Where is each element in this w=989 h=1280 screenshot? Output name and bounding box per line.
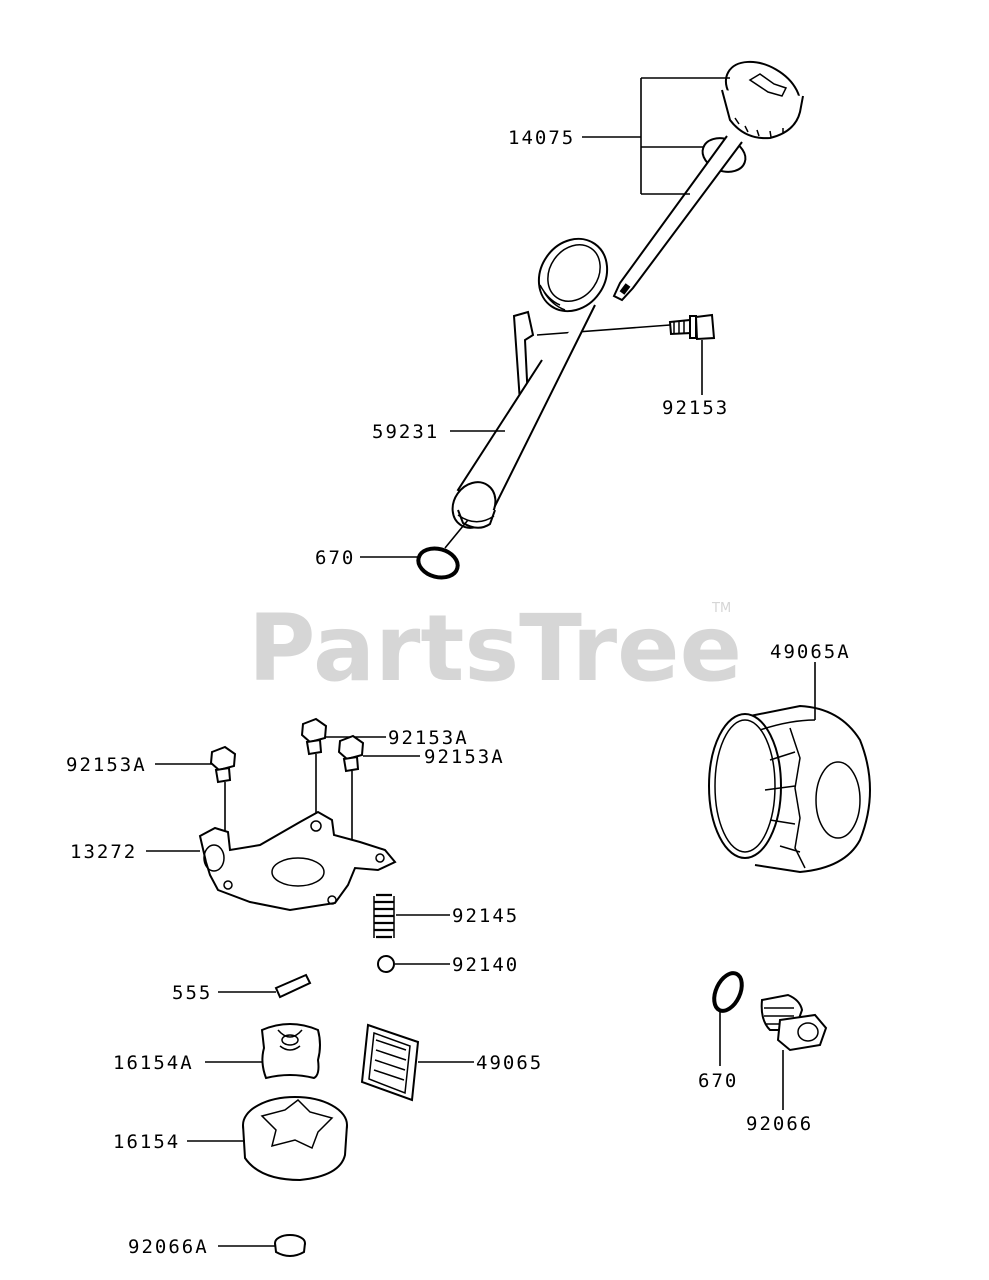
relief-spring-drawing[interactable] xyxy=(373,893,395,939)
part-label-92066A[interactable]: 92066A xyxy=(128,1236,209,1258)
part-label-49065[interactable]: 49065 xyxy=(476,1052,543,1074)
part-label-92153A-left[interactable]: 92153A xyxy=(66,754,147,776)
part-label-92153A-top[interactable]: 92153A xyxy=(388,727,469,749)
oil-dipstick-drawing[interactable] xyxy=(612,49,811,302)
outer-rotor-drawing[interactable] xyxy=(242,1096,348,1182)
pump-bolt-left-drawing[interactable] xyxy=(209,745,237,784)
drain-o-ring-drawing[interactable] xyxy=(709,969,748,1015)
part-label-92145[interactable]: 92145 xyxy=(452,905,519,927)
part-label-670-top[interactable]: 670 xyxy=(315,547,355,569)
pump-bolt-top-drawing[interactable] xyxy=(300,717,328,756)
part-label-92153[interactable]: 92153 xyxy=(662,397,729,419)
tube-o-ring-drawing[interactable] xyxy=(415,544,461,581)
oil-dipstick-leader xyxy=(582,77,730,195)
dipstick-tube-bolt-drawing[interactable] xyxy=(668,313,716,341)
part-label-49065A[interactable]: 49065A xyxy=(770,641,851,663)
dipstick-tube-drawing[interactable] xyxy=(444,226,621,537)
watermark-trademark: TM xyxy=(711,601,731,616)
inner-rotor-drawing[interactable] xyxy=(260,1023,321,1080)
relief-ball-drawing[interactable] xyxy=(377,955,395,973)
part-label-92140[interactable]: 92140 xyxy=(452,954,519,976)
part-label-92066[interactable]: 92066 xyxy=(746,1113,813,1135)
part-label-16154A[interactable]: 16154A xyxy=(113,1052,194,1074)
part-label-14075[interactable]: 14075 xyxy=(508,127,575,149)
o-ring-to-tube-leader xyxy=(444,519,469,549)
part-label-13272[interactable]: 13272 xyxy=(70,841,137,863)
part-label-555[interactable]: 555 xyxy=(172,982,212,1004)
drain-plug-drawing[interactable] xyxy=(760,993,828,1052)
part-label-92153A-right[interactable]: 92153A xyxy=(424,746,505,768)
bolt-to-tube-leader xyxy=(536,324,671,336)
watermark-text: PartsTree xyxy=(248,595,742,702)
part-label-670-bottom[interactable]: 670 xyxy=(698,1070,738,1092)
oil-filter-drawing[interactable] xyxy=(708,704,871,874)
screen-filter-drawing[interactable] xyxy=(360,1023,420,1102)
seal-ring-drawing[interactable] xyxy=(274,1234,306,1257)
part-label-59231[interactable]: 59231 xyxy=(372,421,439,443)
pin-drawing[interactable] xyxy=(274,973,312,999)
pump-bolt-right-drawing[interactable] xyxy=(337,734,365,773)
pump-cover-plate-drawing[interactable] xyxy=(198,810,397,912)
part-label-16154[interactable]: 16154 xyxy=(113,1131,180,1153)
